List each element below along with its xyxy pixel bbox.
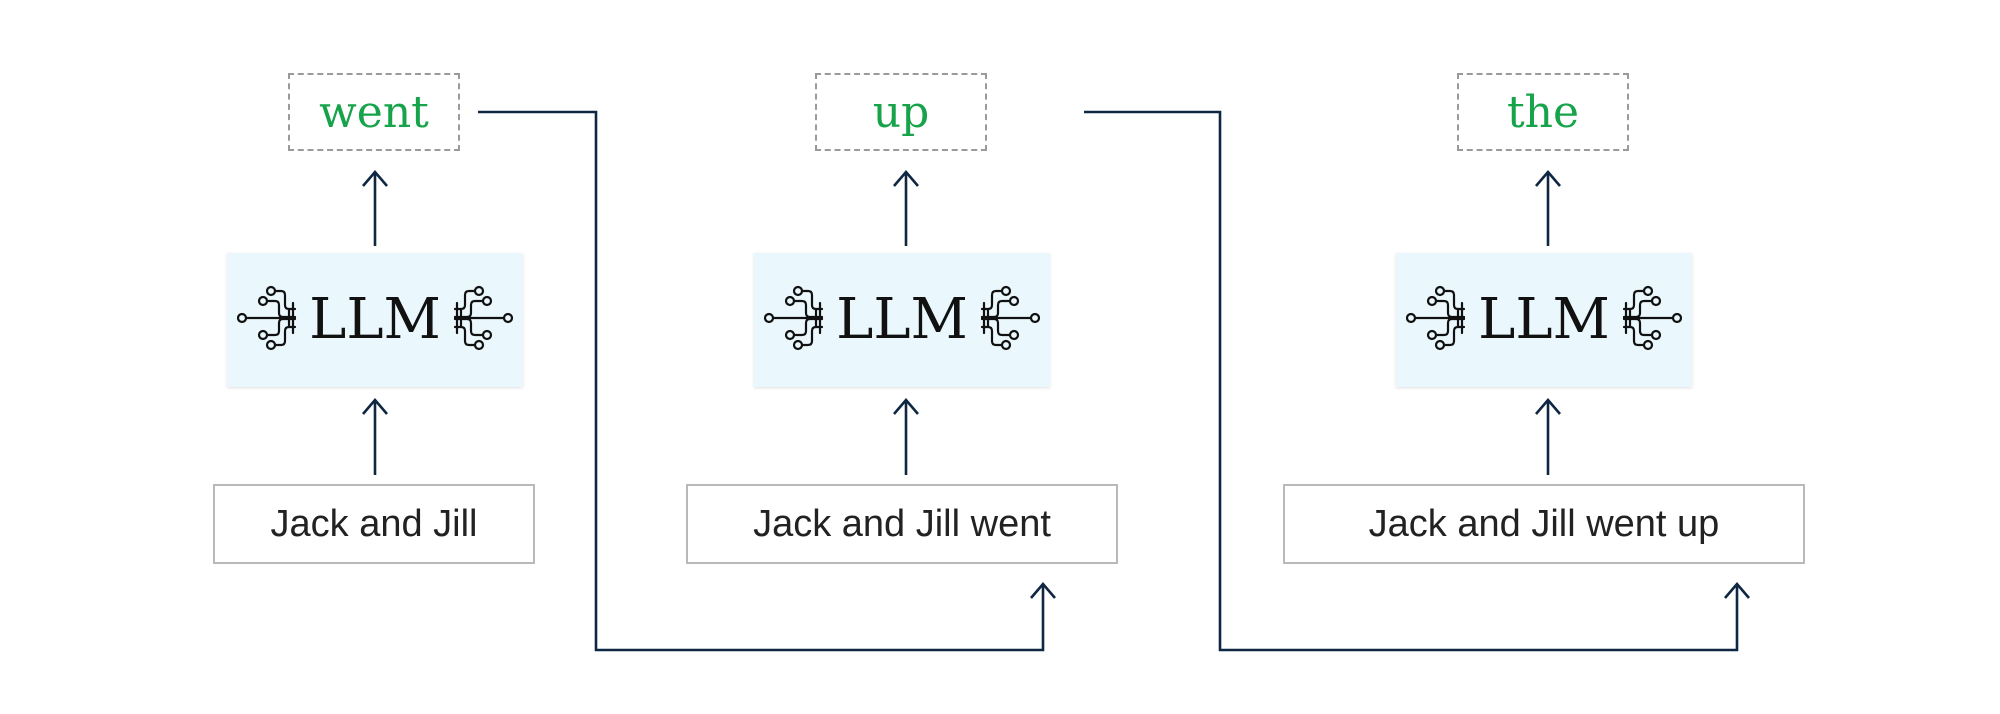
circuit-right-icon [1620, 283, 1682, 357]
output-token-2: up [815, 73, 987, 151]
output-token-3: the [1457, 73, 1629, 151]
circuit-left-icon [764, 283, 826, 357]
arrowhead-llm-to-token-1 [362, 170, 388, 187]
llm-label: LLM [1478, 287, 1610, 352]
input-text-3: Jack and Jill went up [1283, 484, 1805, 564]
arrowhead-input-to-llm-1 [362, 398, 388, 415]
llm-label: LLM [309, 287, 441, 352]
circuit-left-icon [237, 283, 299, 357]
arrowhead-llm-to-token-2 [893, 170, 919, 187]
feedback-arrowhead-1 [1030, 582, 1056, 599]
arrowhead-llm-to-token-3 [1535, 170, 1561, 187]
llm-label: LLM [836, 287, 968, 352]
feedback-connector-1 [478, 110, 1045, 652]
circuit-right-icon [978, 283, 1040, 357]
arrowhead-input-to-llm-3 [1535, 398, 1561, 415]
input-text-1: Jack and Jill [213, 484, 535, 564]
feedback-connector-2 [1084, 110, 1739, 652]
llm-block-1: LLM [227, 253, 523, 387]
llm-block-2: LLM [754, 253, 1050, 387]
circuit-right-icon [451, 283, 513, 357]
circuit-left-icon [1406, 283, 1468, 357]
input-text-2: Jack and Jill went [686, 484, 1118, 564]
feedback-arrowhead-2 [1724, 582, 1750, 599]
output-token-1: went [288, 73, 460, 151]
arrowhead-input-to-llm-2 [893, 398, 919, 415]
llm-block-3: LLM [1396, 253, 1692, 387]
